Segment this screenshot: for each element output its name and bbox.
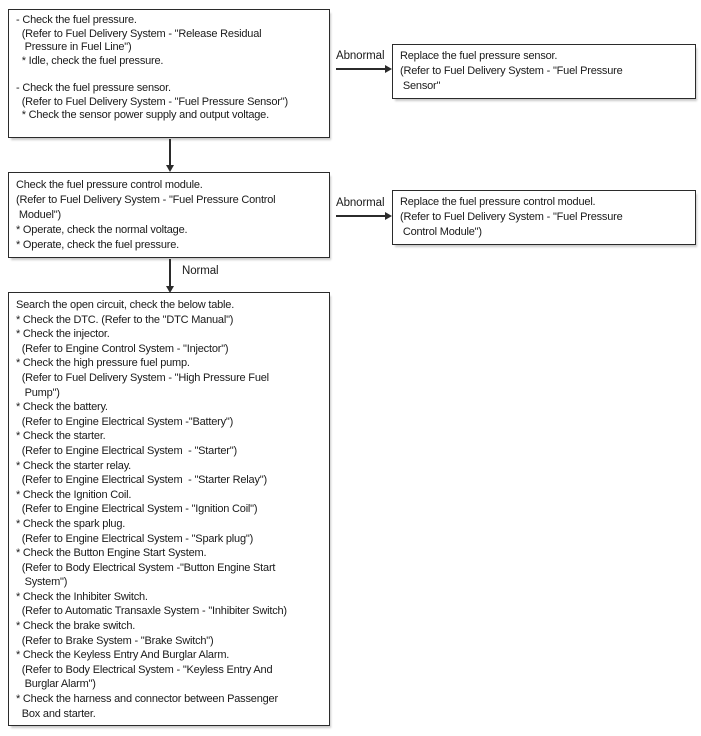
box-check-fuel-pressure-and-sensor: - Check the fuel pressure. (Refer to Fue… (8, 9, 330, 138)
label-normal: Normal (182, 265, 219, 277)
label-abnormal-1: Abnormal (336, 50, 385, 62)
arrow-right-abnormal-2 (336, 212, 392, 219)
box-check-fuel-pressure-control-module: Check the fuel pressure control module. … (8, 172, 330, 258)
arrow-down-step2-to-step3 (166, 259, 173, 293)
box-replace-fuel-pressure-control-module: Replace the fuel pressure control moduel… (392, 190, 696, 245)
box-search-open-circuit-checklist: Search the open circuit, check the below… (8, 292, 330, 727)
label-abnormal-2: Abnormal (336, 197, 385, 209)
box-replace-fuel-pressure-sensor: Replace the fuel pressure sensor. (Refer… (392, 44, 696, 99)
arrow-right-abnormal-1 (336, 65, 392, 72)
arrow-down-step1-to-step2 (166, 139, 173, 172)
